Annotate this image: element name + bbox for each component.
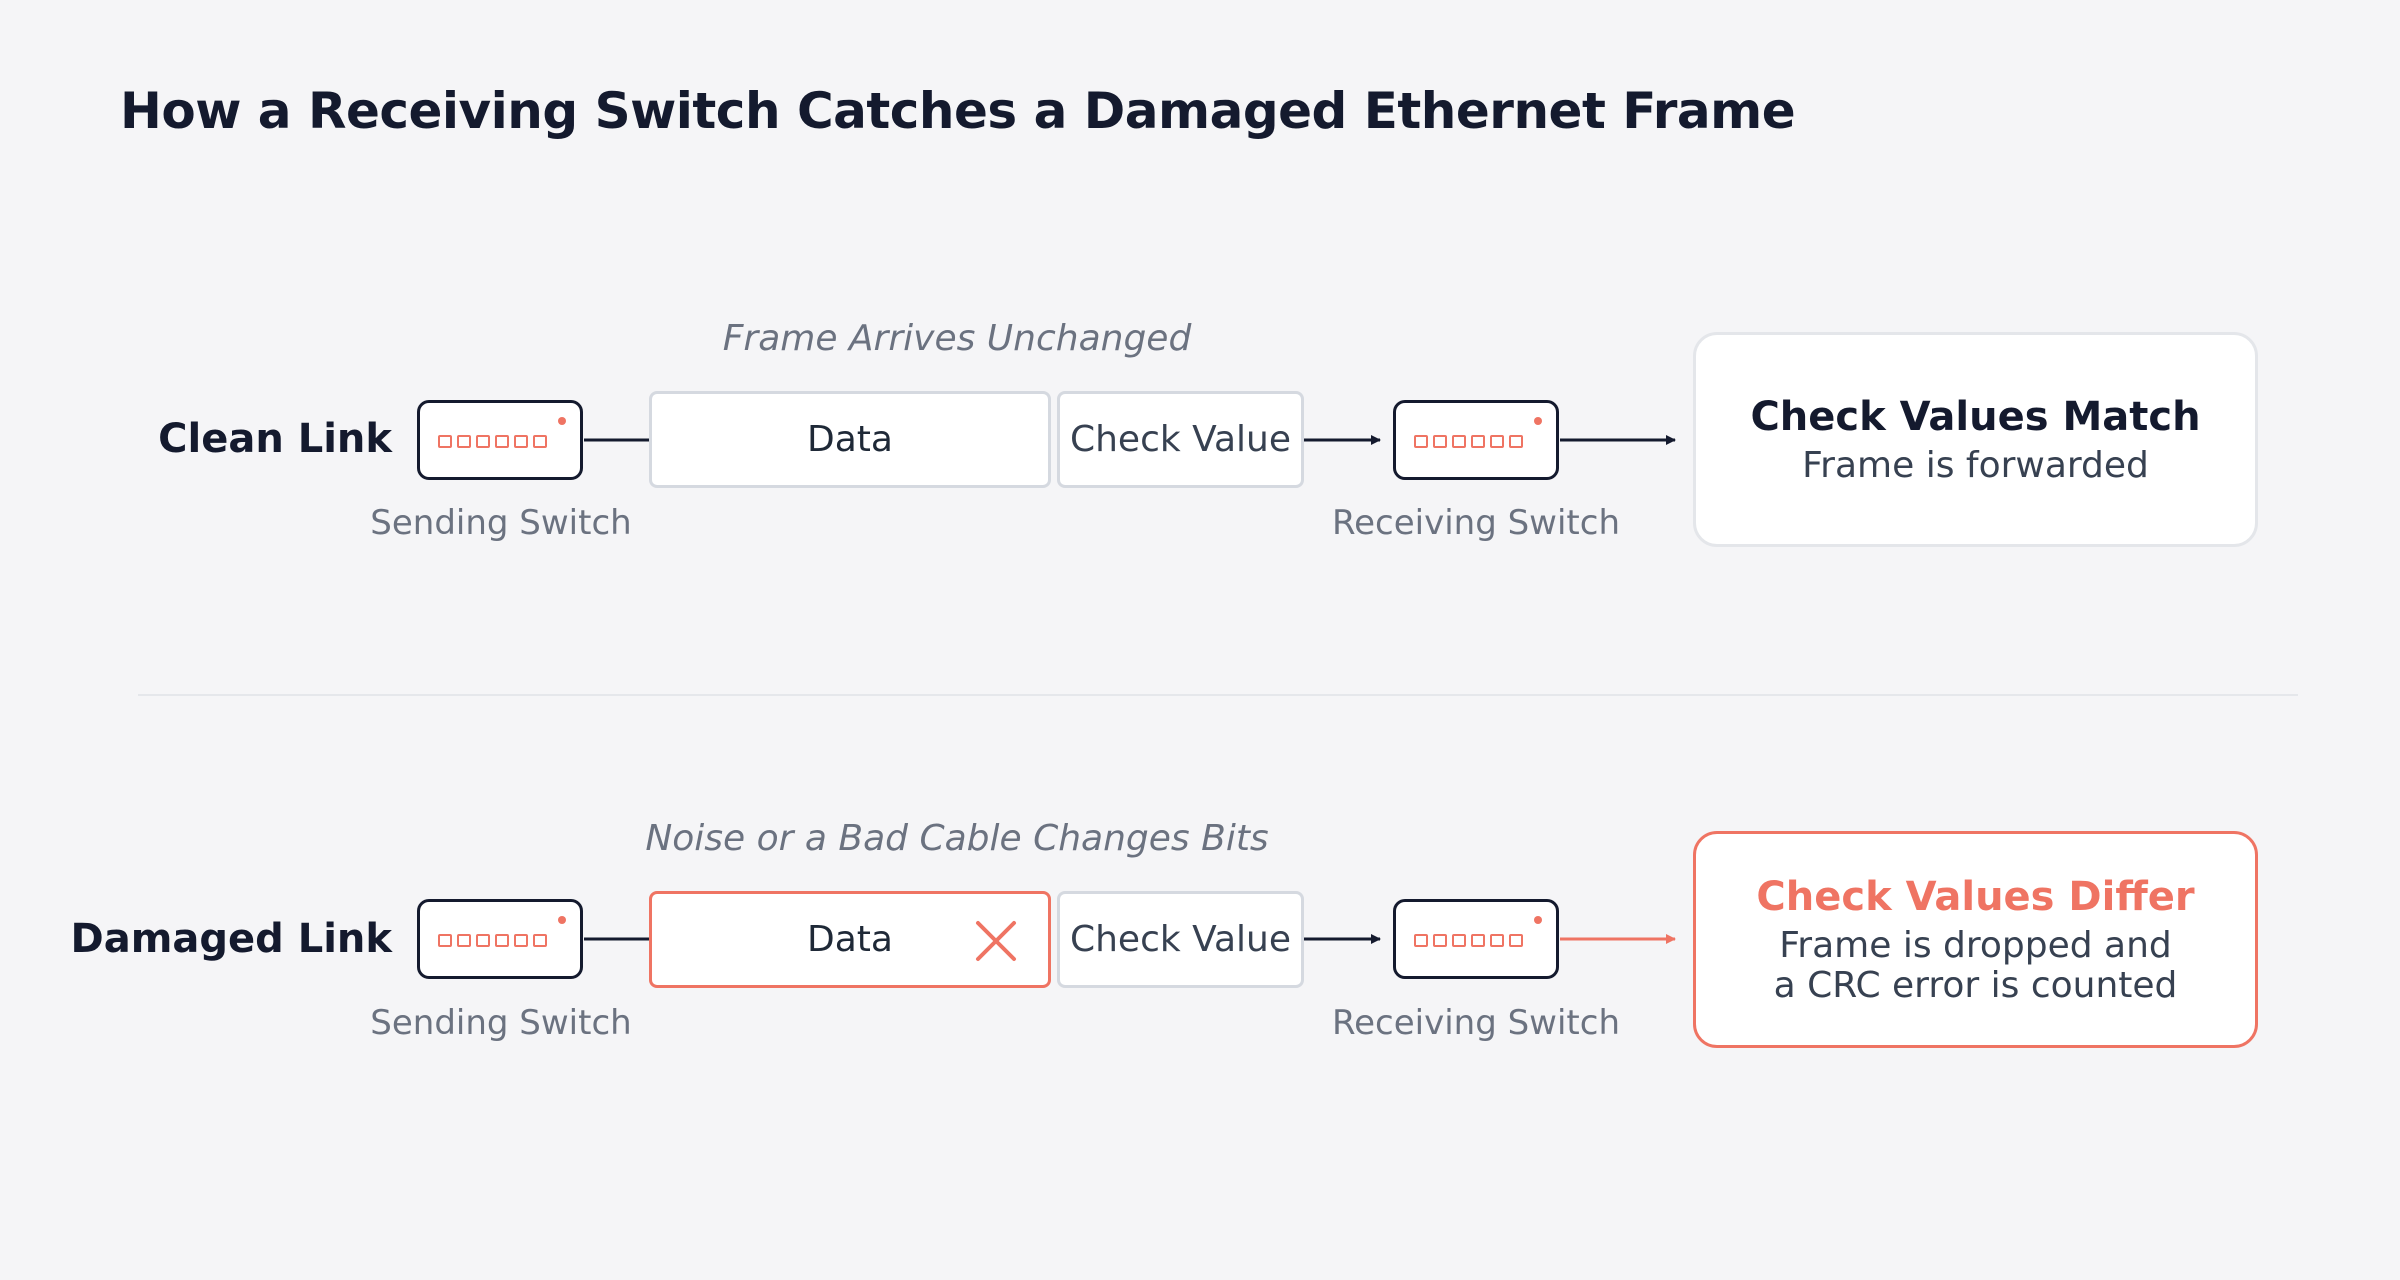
- switch-ports: [1414, 934, 1523, 947]
- clean-caption: Frame Arrives Unchanged: [722, 318, 1192, 359]
- switch-ports: [438, 435, 547, 448]
- switch-ports: [438, 934, 547, 947]
- receiving-switch-label: Receiving Switch: [1332, 1003, 1620, 1043]
- page-title: How a Receiving Switch Catches a Damaged…: [120, 82, 1796, 140]
- data-field-label: Data: [807, 919, 893, 960]
- result-line: Frame is dropped and: [1779, 924, 2172, 966]
- receiving-switch-damaged: [1393, 899, 1559, 979]
- switch-ports: [1414, 435, 1523, 448]
- receiving-switch-label: Receiving Switch: [1332, 503, 1620, 543]
- check-value-label: Check Value: [1069, 419, 1292, 460]
- check-value-label: Check Value: [1069, 919, 1292, 960]
- result-title: Check Values Differ: [1756, 873, 2195, 920]
- result-box-differ: Check Values Differ Frame is dropped and…: [1693, 831, 2258, 1048]
- data-field-label: Data: [807, 419, 893, 460]
- result-line: a CRC error is counted: [1773, 964, 2178, 1006]
- status-led: [558, 916, 566, 924]
- clean-link-label: Clean Link: [158, 416, 392, 462]
- section-divider: [138, 694, 2298, 696]
- receiving-switch-clean: [1393, 400, 1559, 480]
- sending-switch-label: Sending Switch: [370, 503, 632, 543]
- check-value-field-damaged: Check Value: [1057, 891, 1304, 988]
- damaged-caption: Noise or a Bad Cable Changes Bits: [645, 818, 1269, 859]
- status-led: [1534, 916, 1542, 924]
- sending-switch-damaged: [417, 899, 583, 979]
- x-mark-icon: [976, 921, 1016, 961]
- result-box-match: Check Values Match Frame is forwarded: [1693, 332, 2258, 547]
- data-field-damaged: Data: [649, 891, 1051, 988]
- status-led: [558, 417, 566, 425]
- result-line: Frame is forwarded: [1802, 444, 2149, 486]
- status-led: [1534, 417, 1542, 425]
- sending-switch-clean: [417, 400, 583, 480]
- sending-switch-label: Sending Switch: [370, 1003, 632, 1043]
- result-title: Check Values Match: [1750, 393, 2201, 440]
- check-value-field-clean: Check Value: [1057, 391, 1304, 488]
- damaged-link-label: Damaged Link: [70, 916, 392, 962]
- data-field-clean: Data: [649, 391, 1051, 488]
